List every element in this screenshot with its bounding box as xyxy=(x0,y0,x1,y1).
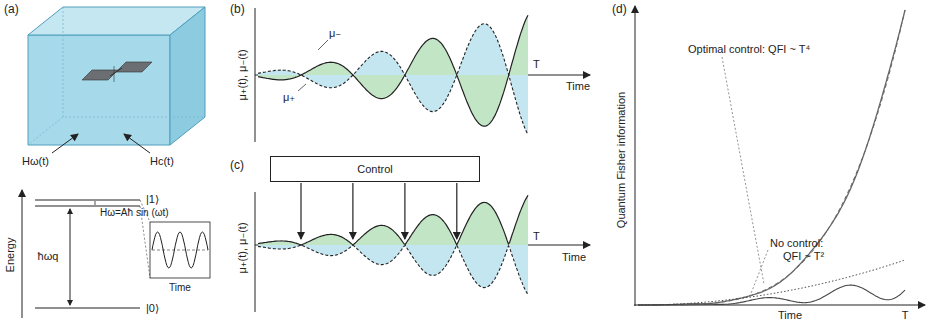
mu-plus-curve xyxy=(258,15,528,126)
mu-minus-fill xyxy=(258,24,528,135)
axis-title: Time xyxy=(778,309,802,322)
energy-levels xyxy=(22,190,210,318)
axis-title: Time xyxy=(566,80,590,93)
axis-title: Time xyxy=(562,251,586,264)
axis-title: μ₊(t), μ₋(t) xyxy=(236,49,249,100)
axis-title: Energy xyxy=(4,238,17,273)
leader-line xyxy=(318,40,328,50)
node-label: Control xyxy=(357,163,392,175)
drive-arrow xyxy=(52,134,78,153)
state-label: |1⟩ xyxy=(146,193,159,206)
end-time: T xyxy=(902,309,909,322)
leader-line xyxy=(750,250,768,296)
control-box: Control xyxy=(270,156,480,182)
no-control-qfi-curve xyxy=(638,285,905,305)
mu-minus-curve xyxy=(258,24,528,135)
axis-title: Time xyxy=(169,282,191,294)
control-arrow xyxy=(404,183,405,239)
control-arrows xyxy=(301,183,457,239)
control-arrow xyxy=(300,183,301,239)
state-label: |0⟩ xyxy=(146,302,159,315)
mu-plus-fill xyxy=(258,195,528,245)
curve-label: QFI ~ T² xyxy=(783,250,824,263)
curve-label: Optimal control: QFI ~ T⁴ xyxy=(688,43,810,56)
optimal-qfi-curve xyxy=(638,10,905,305)
panel-label: (d) xyxy=(612,3,627,17)
mu-minus-fill xyxy=(258,245,528,295)
end-time: T xyxy=(533,230,540,243)
control-arrow xyxy=(124,134,150,153)
axis-title: μ₊(t), μ₋(t) xyxy=(236,222,249,273)
curve-label: μ₋ xyxy=(329,27,341,40)
axes xyxy=(255,6,925,312)
drive-formula: Hω=Aħ sin (ωt) xyxy=(100,207,169,219)
panel-label: (c) xyxy=(230,159,244,173)
axis-title: Quantum Fisher information xyxy=(615,92,628,228)
control-hamiltonian: Hc(t) xyxy=(150,155,174,168)
leader-line xyxy=(722,57,764,284)
curve-label: No control: xyxy=(770,237,823,250)
leader-line xyxy=(298,84,306,91)
curve-label: μ₊ xyxy=(283,91,295,104)
panel-label: (a) xyxy=(4,3,19,17)
mu-plus-curve xyxy=(258,195,528,245)
end-time: T xyxy=(533,58,540,71)
t2-fit xyxy=(638,260,905,305)
qfi-curves xyxy=(638,10,905,305)
t4-fit xyxy=(638,10,905,305)
control-arrow xyxy=(352,183,353,239)
signal-curves xyxy=(258,195,528,294)
signal-curves xyxy=(258,15,528,135)
drive-hamiltonian: Hω(t) xyxy=(22,155,49,168)
control-arrow xyxy=(456,183,457,239)
mu-minus-curve xyxy=(258,245,528,295)
panel-label: (b) xyxy=(230,3,245,17)
energy-gap: ħωq xyxy=(38,250,59,263)
cavity-cube xyxy=(28,7,205,145)
